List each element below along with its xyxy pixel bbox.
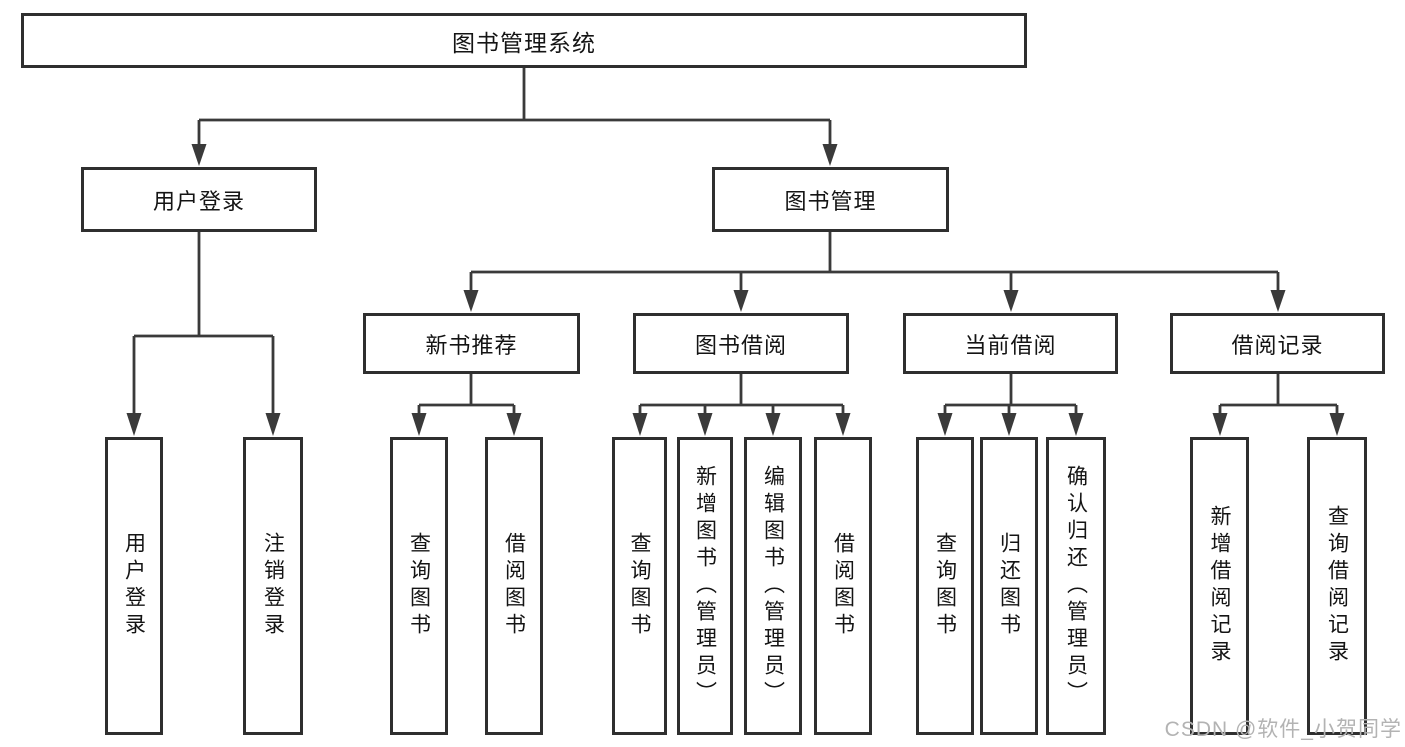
leaf-add-book-admin: 新增图书（管理员） (677, 437, 733, 735)
leaf-query-books-1: 查询图书 (390, 437, 448, 735)
node-user-login: 用户登录 (81, 167, 317, 232)
node-current-borrowing: 当前借阅 (903, 313, 1118, 374)
leaf-logout: 注销登录 (243, 437, 303, 735)
node-borrowing-records: 借阅记录 (1170, 313, 1385, 374)
leaf-borrow-books-1: 借阅图书 (485, 437, 543, 735)
leaf-borrow-books-2: 借阅图书 (814, 437, 872, 735)
leaf-query-books-2: 查询图书 (612, 437, 667, 735)
node-new-book-recommend: 新书推荐 (363, 313, 580, 374)
node-root: 图书管理系统 (21, 13, 1027, 68)
leaf-edit-book-admin: 编辑图书（管理员） (744, 437, 802, 735)
leaf-user-login: 用户登录 (105, 437, 163, 735)
leaf-add-borrow-record: 新增借阅记录 (1190, 437, 1249, 735)
node-book-management: 图书管理 (712, 167, 949, 232)
leaf-return-book: 归还图书 (980, 437, 1038, 735)
leaf-confirm-return-admin: 确认归还（管理员） (1046, 437, 1106, 735)
leaf-query-books-3: 查询图书 (916, 437, 974, 735)
leaf-query-borrow-record: 查询借阅记录 (1307, 437, 1367, 735)
node-book-borrowing: 图书借阅 (633, 313, 849, 374)
